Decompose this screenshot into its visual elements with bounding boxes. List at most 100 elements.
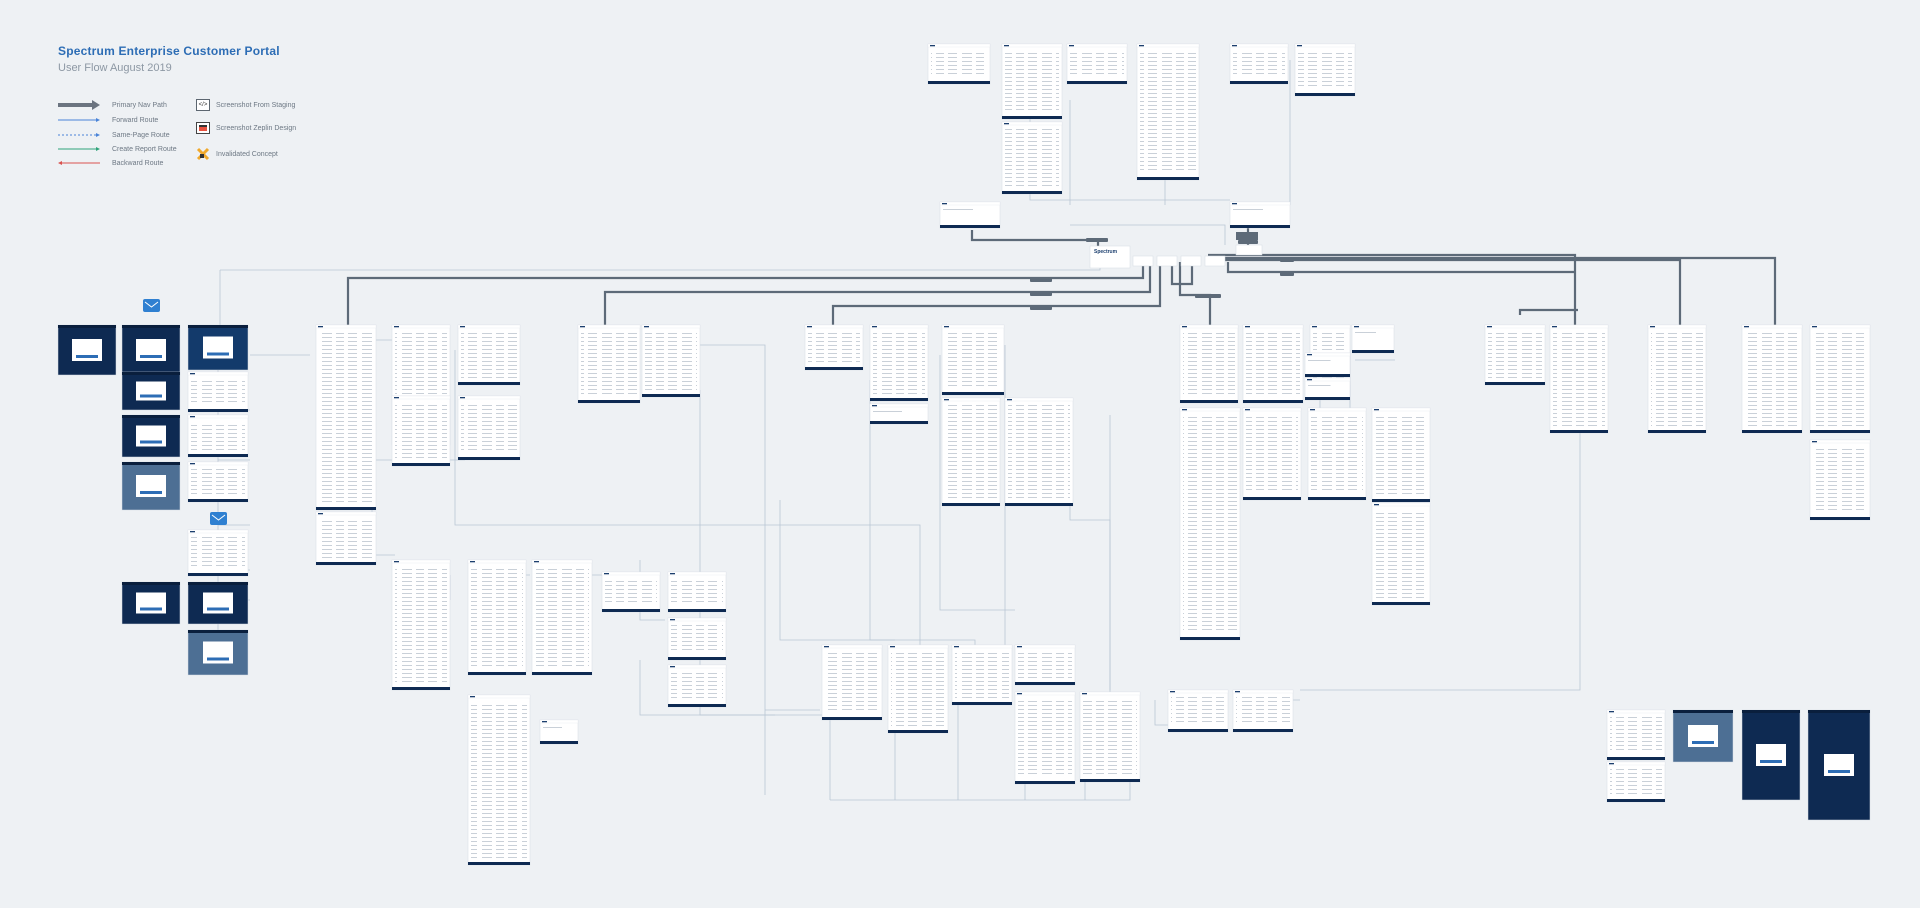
invalidated-icon (196, 147, 210, 161)
primary-nav-line (1208, 253, 1577, 330)
legend-label: Invalidated Concept (216, 150, 278, 158)
screen-thumbnail (1304, 352, 1351, 378)
screen-thumbnail (1079, 691, 1141, 783)
screen-thumbnail (1809, 439, 1871, 521)
screen-thumbnail (1014, 691, 1076, 785)
route-chip (1280, 272, 1294, 276)
primary-nav-line (970, 230, 1100, 250)
route-chip (1030, 306, 1052, 310)
hub-node (1089, 232, 1263, 269)
screen-thumbnail (1809, 324, 1871, 434)
screen-thumbnail (667, 617, 727, 661)
screen-thumbnail (804, 324, 864, 371)
screen-thumbnail (577, 324, 641, 404)
screen-thumbnail (467, 559, 527, 676)
screen-thumbnail (1004, 397, 1074, 507)
screen-thumbnails (57, 43, 1871, 866)
legend-label: Forward Route (112, 116, 159, 124)
screen-thumbnail (121, 461, 181, 511)
primary-nav-arrow-icon (58, 100, 100, 110)
screen-thumbnail (1351, 324, 1395, 354)
connector-line (1300, 430, 1581, 691)
screen-thumbnail (391, 395, 451, 467)
screen-thumbnail (457, 324, 521, 386)
screen-thumbnail (1304, 377, 1351, 401)
diagram-subtitle: User Flow August 2019 (58, 62, 172, 74)
route-chip (1195, 294, 1221, 298)
create-report-line-icon (58, 147, 100, 151)
screen-thumbnail (601, 571, 661, 613)
hub-tab (1132, 255, 1154, 267)
screen-thumbnail (1001, 121, 1063, 195)
mail-icon (143, 299, 160, 312)
legend-label: Primary Nav Path (112, 101, 167, 109)
screen-thumbnail (1549, 324, 1609, 434)
connector-line (939, 355, 1015, 611)
hub-tab (1204, 255, 1226, 267)
route-chip (1238, 240, 1258, 244)
screen-thumbnail (1307, 407, 1367, 501)
screen-thumbnail (1606, 709, 1666, 761)
primary-nav-line (603, 262, 1152, 325)
screen-thumbnail (1066, 43, 1128, 85)
legend-label: Backward Route (112, 159, 164, 167)
screen-thumbnail (1741, 324, 1803, 434)
backward-route-line-icon (58, 161, 100, 165)
diagram-title: Spectrum Enterprise Customer Portal (58, 44, 280, 58)
screen-thumbnail (187, 371, 249, 413)
screen-thumbnail (1242, 324, 1304, 404)
screen-thumbnail (1484, 324, 1546, 386)
primary-nav-line (1170, 258, 1194, 286)
screen-thumbnail (531, 559, 593, 676)
hub-card (1236, 232, 1258, 240)
connector-line (1029, 60, 1291, 205)
screen-thumbnail (315, 324, 377, 511)
screen-thumbnail (1294, 43, 1356, 97)
screen-thumbnail (887, 644, 949, 734)
legend-label: Screenshot Zeplin Design (216, 124, 297, 132)
hub-card (1235, 244, 1263, 256)
screen-thumbnail (1229, 43, 1289, 85)
legend-label: Screenshot From Staging (216, 101, 296, 109)
screen-thumbnail (1741, 709, 1801, 801)
screen-thumbnail (1229, 201, 1291, 229)
screen-thumbnail (467, 694, 531, 866)
hub-card (1089, 245, 1131, 269)
screen-thumbnail (1179, 324, 1239, 404)
screen-thumbnail (121, 371, 181, 411)
screen-thumbnail (1606, 761, 1666, 803)
screen-thumbnail (667, 571, 727, 613)
screen-thumbnail (667, 664, 727, 708)
screen-thumbnail (1371, 407, 1431, 503)
hub-tab (1156, 255, 1178, 267)
code-icon: </> (196, 99, 210, 111)
screen-thumbnail (121, 581, 181, 625)
screen-thumbnail (1001, 43, 1063, 120)
screen-thumbnail (927, 43, 991, 85)
same-page-route-line-icon (58, 133, 100, 137)
connector-line (1154, 700, 1170, 726)
route-chips (1030, 238, 1294, 310)
screen-thumbnail (1136, 43, 1200, 181)
route-chip (1280, 258, 1294, 262)
screen-thumbnail (641, 324, 701, 398)
screen-thumbnail (1807, 709, 1871, 821)
screen-thumbnail (187, 324, 249, 371)
primary-nav-line (1220, 256, 1777, 330)
screen-thumbnail (1232, 689, 1294, 733)
screen-thumbnail (941, 324, 1005, 396)
primary-nav-line (1226, 262, 1578, 315)
screen-thumbnail (941, 397, 1001, 507)
mail-icon (210, 512, 227, 525)
route-chip (1086, 238, 1108, 242)
screen-thumbnail (187, 581, 249, 625)
screen-thumbnail (1371, 502, 1431, 606)
hub-tab (1180, 255, 1202, 267)
legend-label: Same-Page Route (112, 131, 170, 139)
legend-zeplin: Screenshot Zeplin Design (196, 122, 296, 134)
connector-line (220, 255, 1101, 271)
hub-logo: Spectrum (1094, 249, 1118, 255)
screen-thumbnail (187, 461, 249, 503)
screen-thumbnail (121, 324, 181, 376)
